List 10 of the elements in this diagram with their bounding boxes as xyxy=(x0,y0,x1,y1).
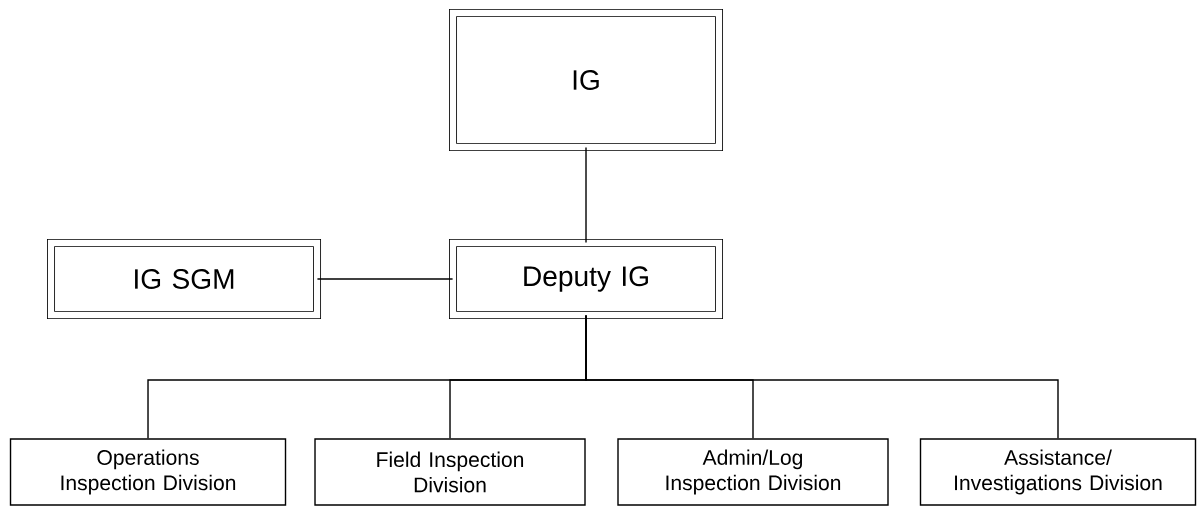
division-box: Field Inspection Division xyxy=(314,438,586,506)
position-box: Deputy IG xyxy=(449,239,723,319)
connector-line xyxy=(316,278,454,280)
position-box: IG xyxy=(449,9,723,151)
division-box: Operations Inspection Division xyxy=(9,438,287,506)
position-box: IG SGM xyxy=(47,239,321,319)
connector-line xyxy=(585,146,587,244)
connector-line xyxy=(585,314,1059,439)
division-box: Assistance/ Investigations Division xyxy=(919,438,1197,506)
division-box: Admin/Log Inspection Division xyxy=(617,438,889,506)
